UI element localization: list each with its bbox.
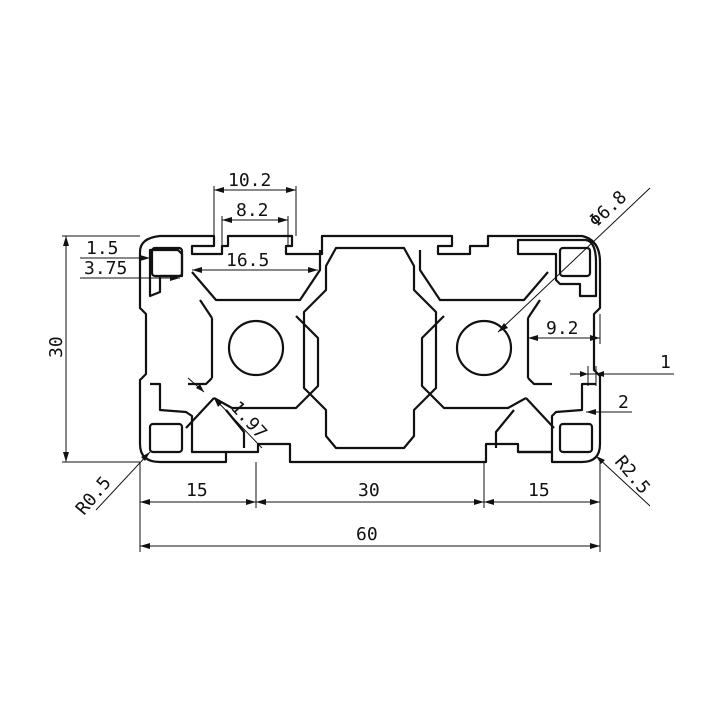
dim-label-9-2: 9.2 [546, 318, 579, 339]
center-hole-right [455, 319, 513, 377]
square-hole-right-top [558, 246, 592, 278]
dim-label-15-right: 15 [528, 480, 550, 501]
square-hole-right-bottom [558, 422, 594, 454]
dim-label-16-5: 16.5 [226, 250, 269, 271]
dim-label-2: 2 [618, 392, 629, 413]
center-cavity [302, 246, 438, 450]
dim-label-1-5: 1.5 [86, 238, 119, 259]
dim-label-1-97: 1.97 [226, 397, 271, 443]
square-hole-left-bottom [148, 422, 184, 454]
dimension-lines [62, 186, 674, 552]
dim-label-60-total: 60 [356, 524, 378, 545]
corner-right-bottom [518, 382, 596, 454]
dim-label-8-2: 8.2 [236, 200, 269, 221]
dim-label-15-left: 15 [186, 480, 208, 501]
dim-label-1: 1 [660, 352, 671, 373]
dim-label-dia-6-8: Φ6.8 [585, 187, 631, 232]
square-hole-left-top [150, 246, 184, 278]
profile-outline [138, 234, 602, 464]
dim-label-3-75: 3.75 [84, 258, 127, 279]
dim-label-30-center: 30 [358, 480, 380, 501]
corner-left-top [148, 248, 184, 298]
corner-right-top [516, 238, 598, 298]
web-right [418, 250, 555, 448]
center-hole-left [227, 319, 285, 377]
web-left [185, 250, 322, 448]
dim-label-10-2: 10.2 [228, 170, 271, 191]
corner-left-bottom [150, 382, 226, 454]
outer-contour [138, 234, 602, 464]
dim-label-30-height: 30 [46, 336, 67, 358]
